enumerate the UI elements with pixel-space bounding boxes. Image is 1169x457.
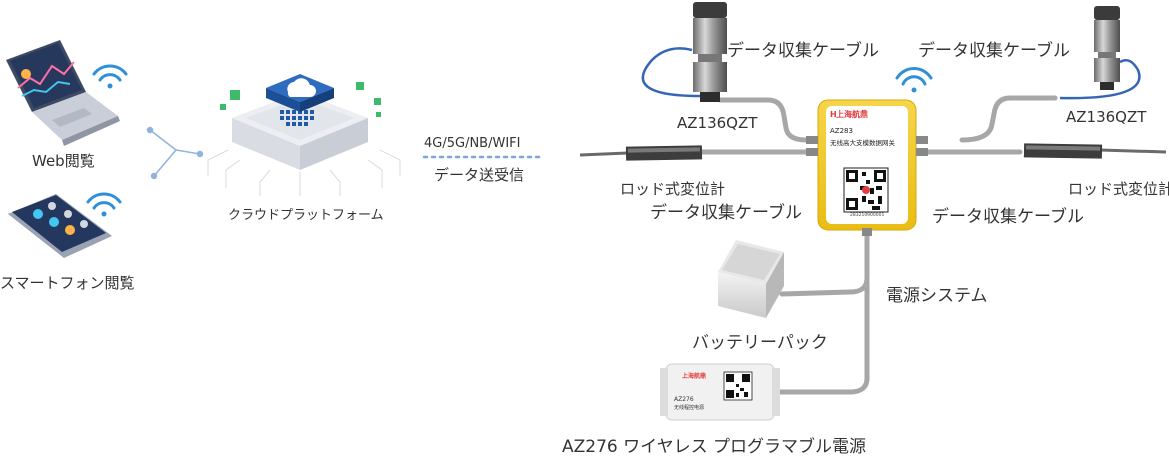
data-transfer-label: データ送受信 bbox=[434, 166, 525, 184]
right-rod-cable-label: データ収集ケーブル bbox=[932, 207, 1084, 227]
gateway-subtitle: 无线高大支模数据网关 bbox=[830, 139, 895, 147]
left-sensor-model-label: AZ136QZT bbox=[677, 114, 758, 132]
battery-pack-icon bbox=[718, 240, 784, 318]
power-device-icon bbox=[660, 363, 780, 421]
right-rod-meter-label: ロッド式変位計 bbox=[1068, 180, 1169, 198]
connector-junction bbox=[146, 126, 204, 180]
power-device-subtitle: 无线程控电源 bbox=[674, 405, 705, 411]
gateway-brand: 上海航鼎 bbox=[836, 110, 868, 119]
right-sensor-model-label: AZ136QZT bbox=[1066, 108, 1147, 126]
smartphone-view-label: スマートフォン閲覧 bbox=[0, 274, 135, 292]
web-view-label: Web閲覧 bbox=[32, 152, 95, 170]
right-sensor-icon bbox=[1094, 6, 1120, 90]
left-sensor-icon bbox=[693, 2, 727, 102]
wifi-icon bbox=[86, 192, 122, 217]
battery-pack-label: バッテリーパック bbox=[692, 333, 828, 353]
svg-text:H: H bbox=[830, 110, 837, 119]
network-protocol-label: 4G/5G/NB/WIFI bbox=[424, 136, 521, 151]
power-device-model: AZ276 bbox=[674, 396, 694, 403]
wifi-icon bbox=[895, 67, 933, 93]
wifi-icon bbox=[92, 64, 128, 89]
power-system-label: 電源システム bbox=[886, 286, 988, 306]
left-rod-meter-icon bbox=[579, 145, 703, 161]
right-rod-meter-icon bbox=[1023, 143, 1167, 159]
cloud-platform-icon bbox=[207, 74, 401, 196]
left-sensor-cable-label: データ収集ケーブル bbox=[727, 41, 879, 61]
data-cables bbox=[697, 95, 1058, 395]
cloud-platform-label: クラウドプラットフォーム bbox=[228, 208, 384, 223]
smartphone-icon bbox=[8, 194, 112, 258]
gateway-serial: 283210900001 bbox=[850, 213, 885, 218]
power-device-brand: 上海航鼎 bbox=[682, 373, 707, 380]
gateway-model: AZ283 bbox=[830, 127, 853, 135]
laptop-icon bbox=[6, 40, 120, 146]
left-rod-meter-label: ロッド式変位計 bbox=[620, 180, 726, 198]
gateway-device-icon: H bbox=[806, 99, 928, 236]
left-rod-cable-label: データ収集ケーブル bbox=[650, 203, 802, 223]
power-device-label: AZ276 ワイヤレス プログラマブル電源 bbox=[562, 437, 867, 457]
right-sensor-cable-label: データ収集ケーブル bbox=[918, 41, 1070, 61]
